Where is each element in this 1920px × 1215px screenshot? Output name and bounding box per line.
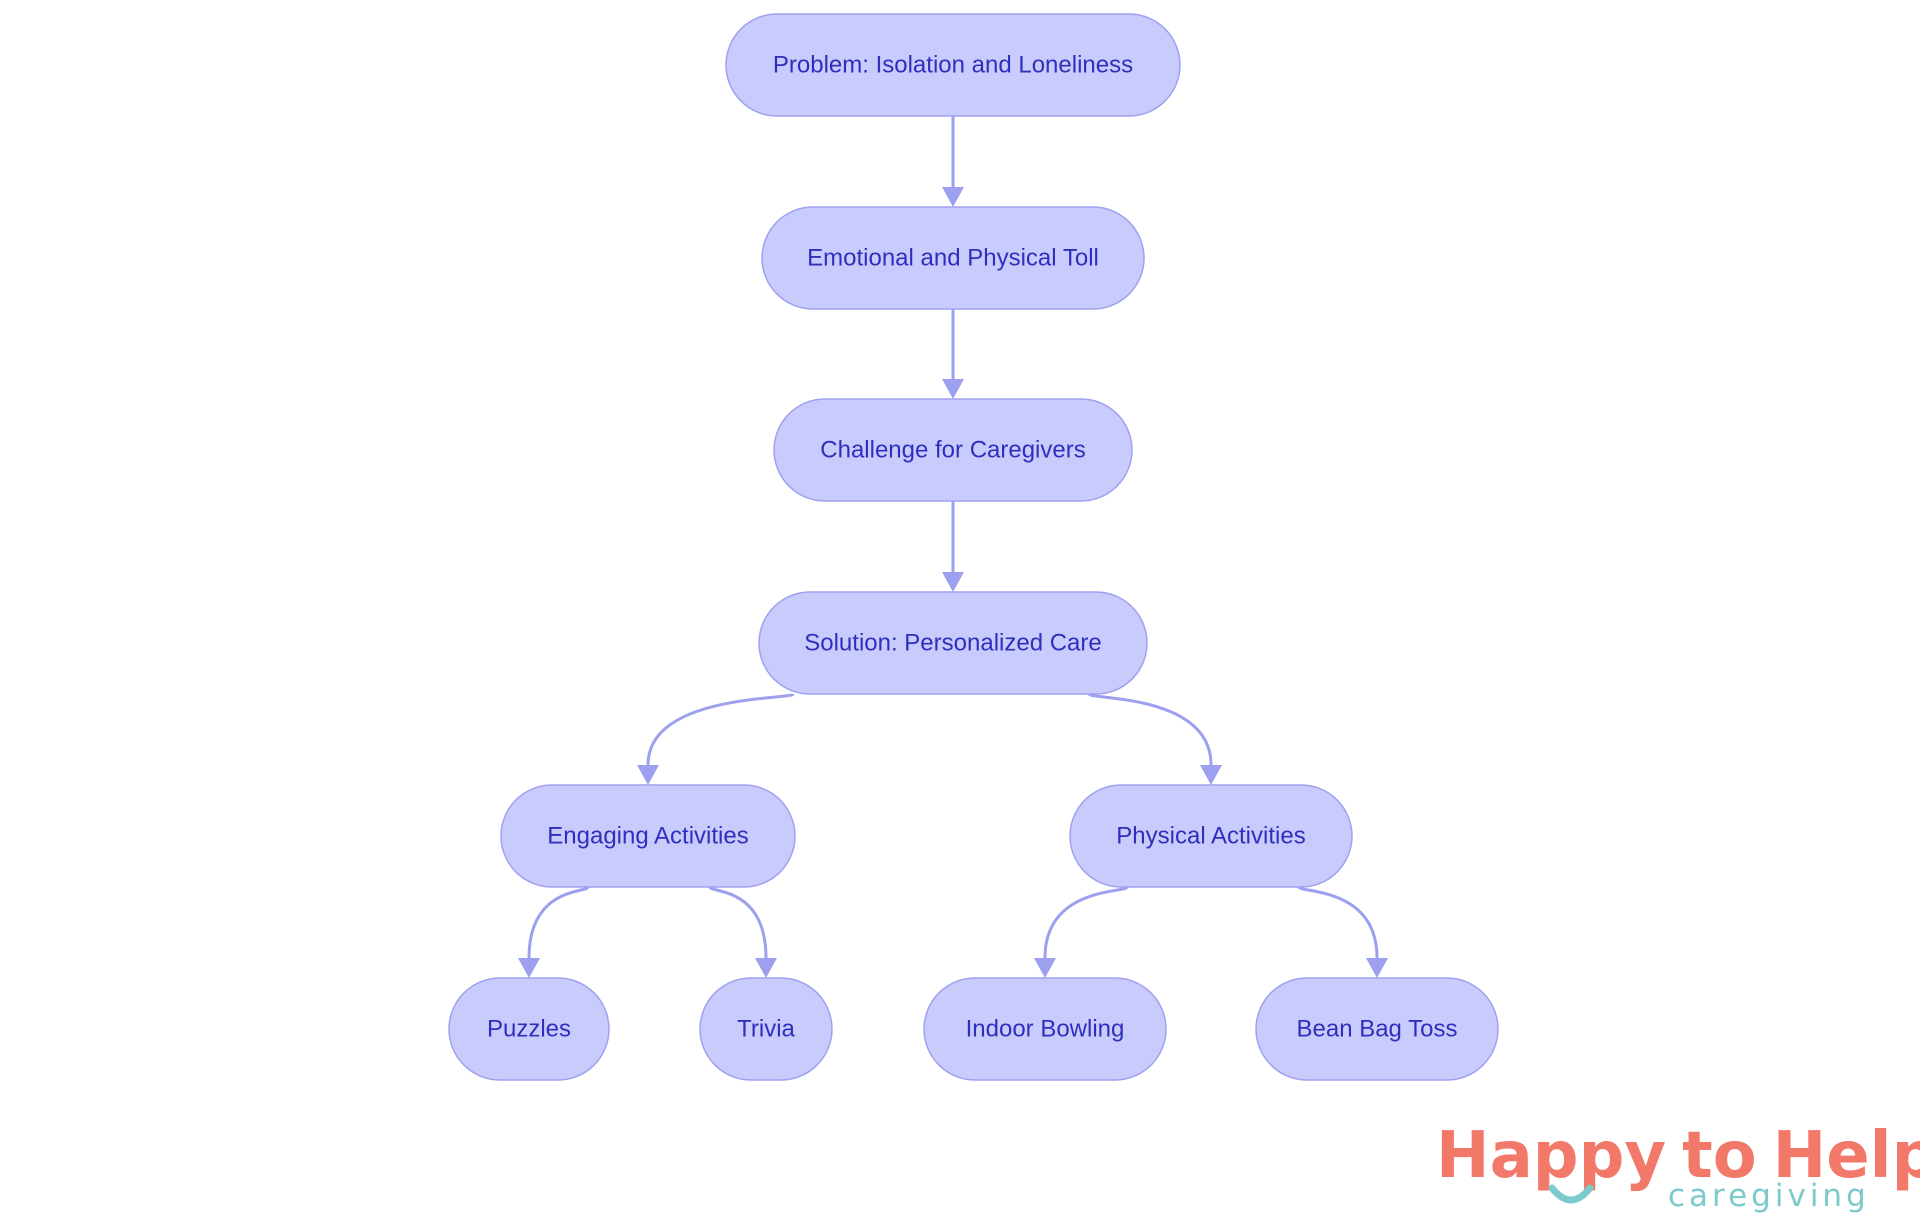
edge-problem-to-toll — [942, 116, 964, 207]
arrowhead-icon — [1034, 958, 1056, 978]
edge-physical-to-bowling — [1034, 885, 1129, 978]
node-label: Problem: Isolation and Loneliness — [773, 52, 1133, 79]
arrowhead-icon — [637, 765, 659, 785]
node-box — [758, 591, 1148, 695]
edge-solution-to-physical — [1087, 692, 1222, 785]
edge-line — [708, 885, 768, 959]
arrowhead-icon — [942, 379, 964, 399]
arrowhead-icon — [518, 958, 540, 978]
node-label: Puzzles — [487, 1016, 571, 1043]
logo-happy: Happy — [1436, 1119, 1666, 1193]
node-box — [1069, 784, 1353, 888]
edge-line — [646, 692, 795, 766]
node-bowling: Indoor Bowling — [923, 977, 1167, 1081]
arrowhead-icon — [1366, 958, 1388, 978]
edge-engaging-to-puzzles — [518, 885, 590, 978]
edge-line — [527, 885, 590, 959]
arrowhead-icon — [755, 958, 777, 978]
node-box — [923, 977, 1167, 1081]
logo-help: Help — [1773, 1119, 1920, 1193]
node-box — [725, 13, 1181, 117]
node-label: Solution: Personalized Care — [804, 630, 1102, 657]
node-solution: Solution: Personalized Care — [758, 591, 1148, 695]
node-problem: Problem: Isolation and Loneliness — [725, 13, 1181, 117]
arrowhead-icon — [942, 187, 964, 207]
edge-solution-to-engaging — [637, 692, 795, 785]
edge-physical-to-beanbag — [1297, 885, 1388, 978]
node-box — [500, 784, 796, 888]
node-label: Trivia — [737, 1016, 795, 1043]
edge-line — [1297, 885, 1379, 959]
node-label: Physical Activities — [1116, 823, 1305, 850]
edge-challenge-to-solution — [942, 501, 964, 592]
node-trivia: Trivia — [699, 977, 833, 1081]
node-physical: Physical Activities — [1069, 784, 1353, 888]
arrowhead-icon — [942, 572, 964, 592]
node-box — [773, 398, 1133, 502]
nodes: Problem: Isolation and LonelinessEmotion… — [448, 13, 1499, 1081]
node-beanbag: Bean Bag Toss — [1255, 977, 1499, 1081]
edge-toll-to-challenge — [942, 309, 964, 399]
node-challenge: Challenge for Caregivers — [773, 398, 1133, 502]
node-label: Emotional and Physical Toll — [807, 245, 1099, 272]
edge-engaging-to-trivia — [708, 885, 777, 978]
logo-to: to — [1682, 1119, 1757, 1193]
node-box — [761, 206, 1145, 310]
node-engaging: Engaging Activities — [500, 784, 796, 888]
node-toll: Emotional and Physical Toll — [761, 206, 1145, 310]
arrowhead-icon — [1200, 765, 1222, 785]
node-label: Indoor Bowling — [966, 1016, 1125, 1043]
node-label: Challenge for Caregivers — [820, 437, 1085, 464]
node-label: Bean Bag Toss — [1296, 1016, 1457, 1043]
node-box — [699, 977, 833, 1081]
edge-line — [1043, 885, 1129, 959]
edges — [518, 116, 1388, 978]
node-box — [448, 977, 610, 1081]
node-puzzles: Puzzles — [448, 977, 610, 1081]
smile-icon — [1548, 1184, 1594, 1204]
logo-tagline: caregiving — [1668, 1178, 1870, 1214]
node-box — [1255, 977, 1499, 1081]
node-label: Engaging Activities — [547, 823, 748, 850]
edge-line — [1087, 692, 1213, 766]
